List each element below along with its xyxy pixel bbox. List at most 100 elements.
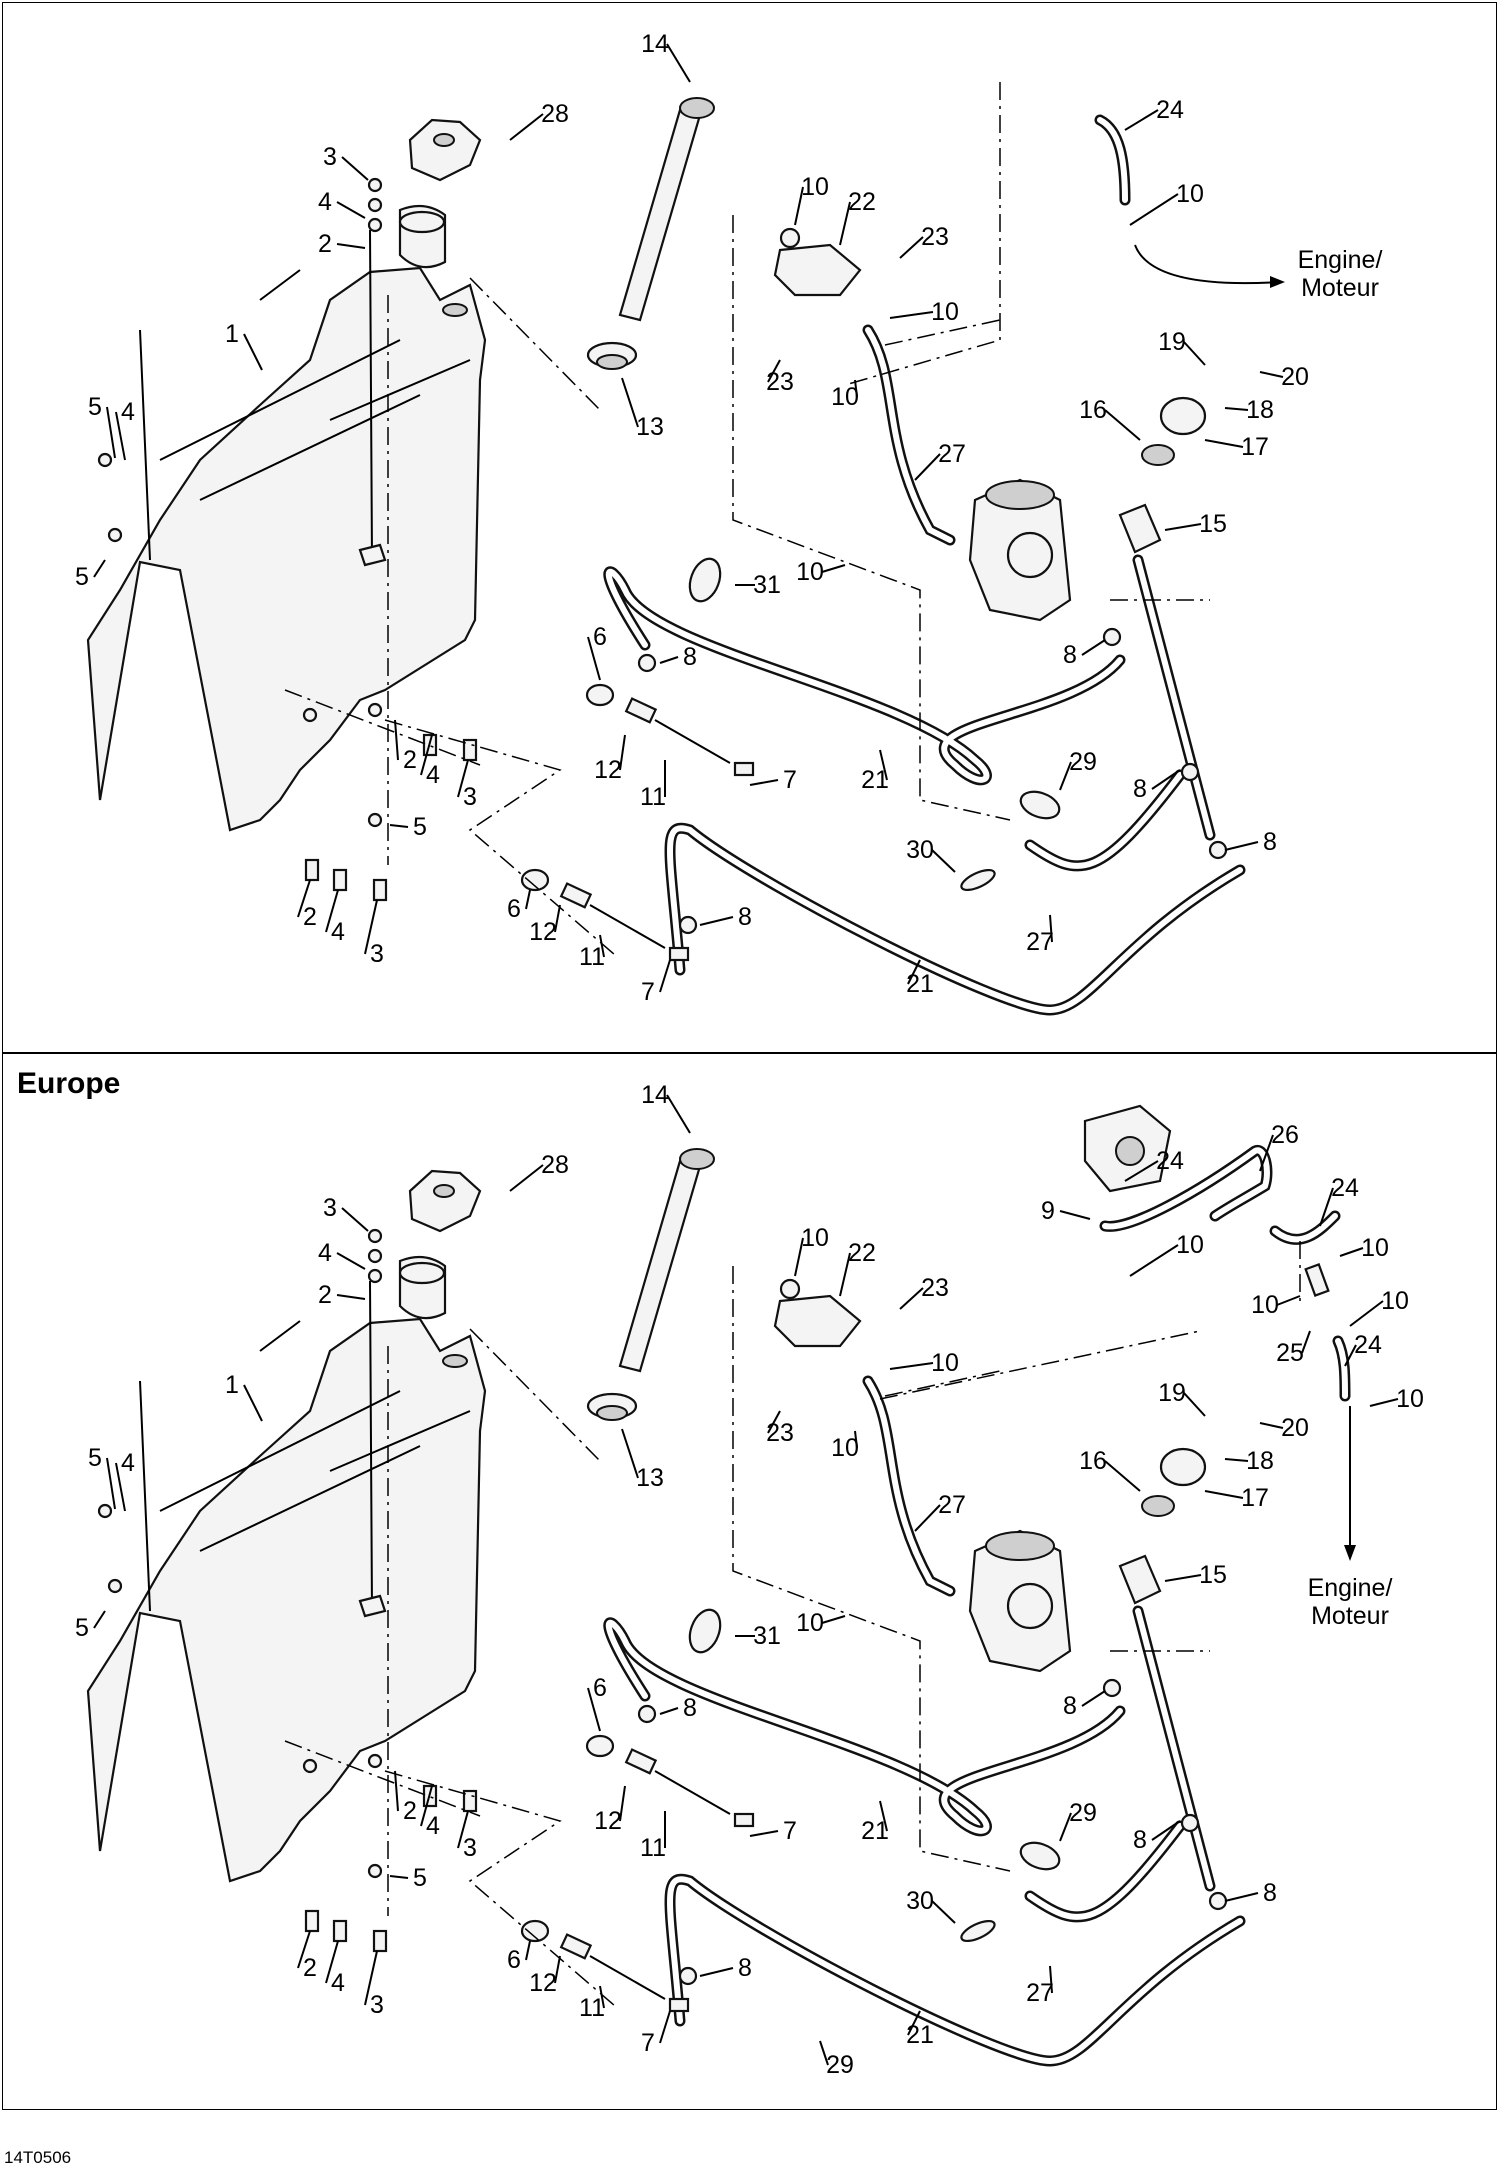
fuel-hose-27-lower [1024,769,1186,872]
clamp-8 [678,1966,698,1986]
vent-hose [1132,1605,1216,1892]
callout-leader [420,734,433,776]
elbow-7 [733,1812,755,1828]
callout-label-10: 10 [801,1224,829,1252]
callout-label-29: 29 [1069,1799,1097,1827]
tank-cap [408,118,482,182]
clip-31 [688,557,722,603]
callout-leader [839,201,851,246]
callout-leader [1339,1247,1364,1257]
callout-label-10: 10 [1176,1231,1204,1259]
fuel-level-gauge [618,97,715,322]
fuel-valve [1118,1554,1162,1605]
destination-engine-line1: Engine/ [1308,1574,1393,1602]
callout-label-19: 19 [1158,328,1186,356]
clip-31 [688,1608,722,1654]
callout-leader [854,1430,858,1449]
callout-label-24: 24 [1156,1147,1184,1175]
fuel-hose-24 [1094,114,1131,206]
assembly-lines-tank [284,1328,616,2007]
fuel-hose-21-lower [664,1873,1246,2067]
hardware-washer [107,527,123,543]
callout-label-9: 9 [1041,1197,1055,1225]
callout-label-7: 7 [641,978,655,1006]
callout-label-13: 13 [636,413,664,441]
callout-label-10: 10 [931,1349,959,1377]
callout-label-12: 12 [594,756,622,784]
callout-leader [1344,1344,1357,1367]
callout-label-21: 21 [906,2021,934,2049]
callout-leader [1204,439,1244,448]
callout-leader [659,656,679,664]
callout-leader [243,333,263,371]
callout-leader [899,236,924,259]
hardware-washer [367,217,383,233]
hardware-bolt [462,738,478,762]
callout-leader [1151,769,1181,790]
carburetor [968,478,1072,622]
callout-label-6: 6 [593,623,607,651]
callout-leader [1183,341,1206,366]
callout-leader [587,636,601,681]
elbow-7 [733,761,755,777]
callout-leader [659,959,671,993]
callout-label-8: 8 [1263,1879,1277,1907]
callout-label-2: 2 [303,903,317,931]
callout-label-12: 12 [529,1969,557,1997]
callout-label-4: 4 [121,1449,135,1477]
callout-leader [106,406,116,459]
callout-leader [794,186,804,226]
destination-engine-line1: Engine/ [1298,246,1383,274]
callout-label-10: 10 [831,383,859,411]
callout-label-4: 4 [121,398,135,426]
callout-label-2: 2 [403,746,417,774]
callout-label-20: 20 [1281,1414,1309,1442]
callout-leader [599,1985,605,2009]
callout-leader [325,1940,339,1984]
callout-leader [889,1362,934,1370]
callout-label-2: 2 [318,230,332,258]
callout-leader [1124,109,1159,131]
callout-leader [341,1207,369,1232]
grommet-6 [585,1734,615,1758]
callout-leader [621,1428,639,1479]
callout-leader [1059,1812,1072,1842]
callout-label-10: 10 [796,558,824,586]
callout-leader [619,734,626,771]
fuel-hose-26 [1099,1144,1273,1232]
callout-label-2: 2 [318,1281,332,1309]
callout-label-1: 1 [225,1371,239,1399]
callout-leader [106,1457,116,1510]
assembly-lines-carb [732,215,1011,821]
clamp-8 [637,1704,657,1724]
callout-label-8: 8 [683,1694,697,1722]
callout-label-31: 31 [753,571,781,599]
clamp-8 [1180,762,1200,782]
filter-gasket [1141,444,1175,466]
callout-label-29: 29 [1069,748,1097,776]
callout-label-15: 15 [1199,1561,1227,1589]
callout-leader [914,1504,941,1532]
callout-label-3: 3 [323,1194,337,1222]
callout-label-2: 2 [303,1954,317,1982]
fuel-hose-27-lower [1024,1820,1186,1923]
clip-30 [960,1919,996,1943]
fuel-hose-27 [862,324,956,546]
callout-label-5: 5 [75,1614,89,1642]
fuel-hose-21-upper [603,566,1126,786]
fitting-12 [624,1748,658,1775]
callout-label-11: 11 [579,1994,605,2022]
clip-29 [1019,1841,1061,1871]
diagram-panel-standard [2,2,1497,1054]
hardware-washer [367,812,383,828]
plate [773,243,862,297]
callout-leader [364,1950,378,2006]
callout-leader [1259,1134,1274,1172]
callout-leader [699,916,734,926]
elbow-7 [668,1997,690,2013]
tube-11 [589,904,666,949]
destination-engine-line2: Moteur [1311,1602,1389,1630]
clamp-8 [637,653,657,673]
callout-leader [420,1785,433,1827]
